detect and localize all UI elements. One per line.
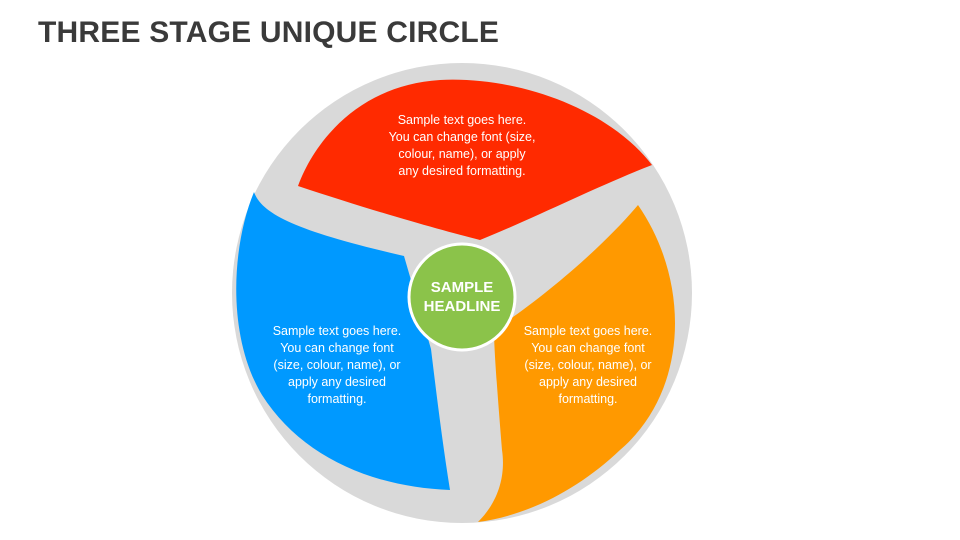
- orange-segment: [478, 205, 675, 522]
- page-title: THREE STAGE UNIQUE CIRCLE: [38, 16, 500, 49]
- orange-segment-text: Sample text goes here. You can change fo…: [523, 324, 653, 406]
- red-segment-text: Sample text goes here. You can change fo…: [388, 113, 536, 178]
- red-segment: [298, 79, 652, 240]
- blue-segment: [236, 192, 450, 490]
- center-circle: [407, 242, 517, 352]
- blue-segment-text: Sample text goes here. You can change fo…: [272, 324, 402, 406]
- center-headline: SAMPLE HEADLINE: [423, 279, 501, 315]
